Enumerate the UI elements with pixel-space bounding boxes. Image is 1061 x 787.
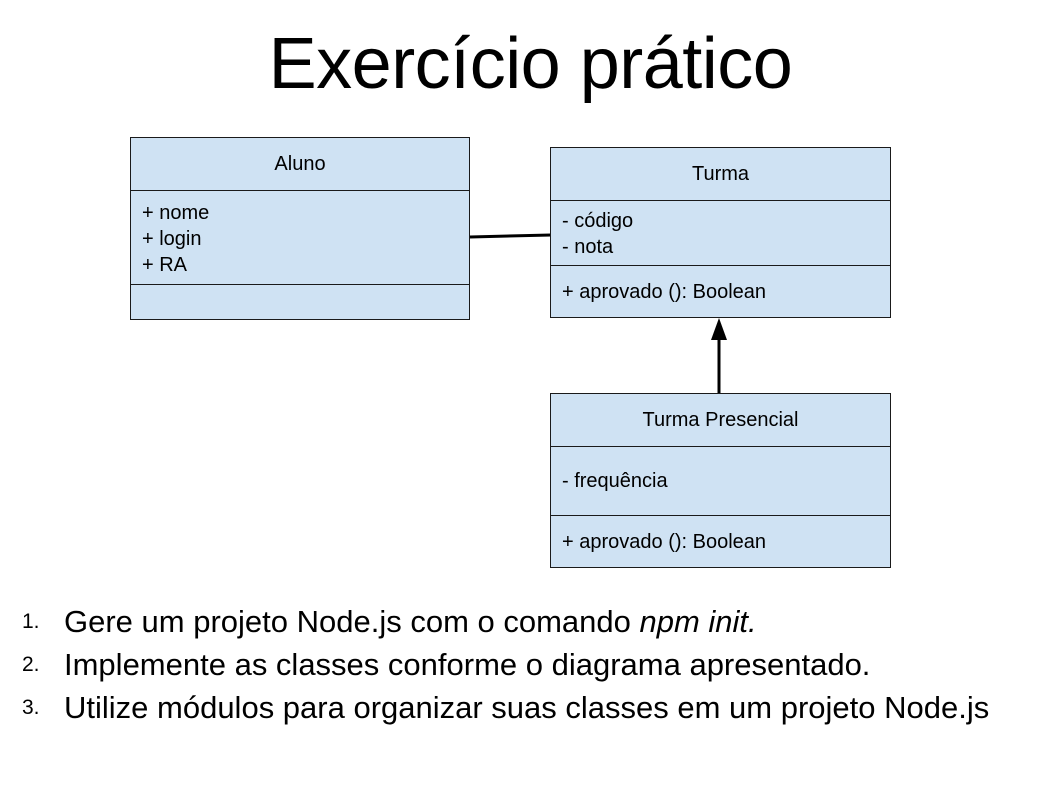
class-aluno-attributes: + nome + login + RA <box>131 190 469 284</box>
class-turma-presencial: Turma Presencial - frequência + aprovado… <box>550 393 891 568</box>
task-item-1: 1. Gere um projeto Node.js com o comando… <box>14 600 1044 643</box>
attribute: + nome <box>142 202 210 224</box>
task-text: Gere um projeto Node.js com o comando <box>64 604 640 639</box>
task-item-2: 2. Implemente as classes conforme o diag… <box>14 643 1044 686</box>
class-aluno-name: Aluno <box>131 138 469 190</box>
attribute: - código <box>562 210 634 232</box>
method: + aprovado (): Boolean <box>562 531 767 553</box>
class-aluno-methods <box>131 284 469 319</box>
class-name: Turma Presencial <box>642 408 799 431</box>
attribute: - frequência <box>562 470 668 492</box>
class-turma-name: Turma <box>551 148 890 200</box>
class-turma-attributes: - código - nota <box>551 200 890 265</box>
class-name: Turma <box>691 162 750 185</box>
task-command: npm init. <box>639 604 757 639</box>
class-turma: Turma - código - nota + aprovado (): Boo… <box>550 147 891 318</box>
task-number: 1. <box>22 610 40 633</box>
class-turma-presencial-attributes: - frequência <box>551 446 890 515</box>
method: + aprovado (): Boolean <box>562 281 767 303</box>
task-text: Utilize módulos para organizar suas clas… <box>64 690 990 725</box>
class-turma-methods: + aprovado (): Boolean <box>551 265 890 317</box>
attribute: + login <box>142 228 202 250</box>
attribute: + RA <box>142 254 188 276</box>
task-number: 3. <box>22 696 40 719</box>
class-aluno: Aluno + nome + login + RA <box>130 137 470 320</box>
task-item-3: 3. Utilize módulos para organizar suas c… <box>14 686 1044 729</box>
task-list: 1. Gere um projeto Node.js com o comando… <box>14 600 1044 729</box>
association-line <box>469 233 552 239</box>
attribute: - nota <box>562 236 614 258</box>
class-turma-presencial-name: Turma Presencial <box>551 394 890 446</box>
inheritance-arrowhead <box>711 318 727 340</box>
task-number: 2. <box>22 653 40 676</box>
class-name: Aluno <box>274 152 326 175</box>
task-text: Implemente as classes conforme o diagram… <box>64 647 871 682</box>
page-title: Exercício prático <box>268 24 793 104</box>
class-turma-presencial-methods: + aprovado (): Boolean <box>551 515 890 567</box>
